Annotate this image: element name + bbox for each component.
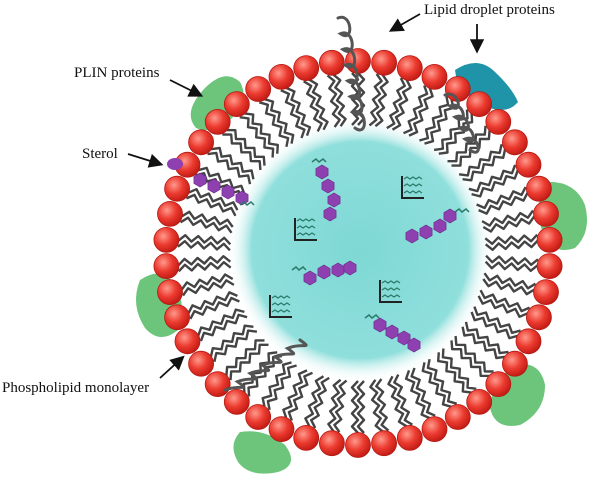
phospholipid-tail: [352, 381, 358, 433]
phospholipid-head: [467, 92, 492, 117]
phospholipid-head: [516, 152, 541, 177]
label-lipid-droplet-proteins: Lipid droplet proteins: [424, 2, 555, 18]
phospholipid-head: [534, 201, 559, 226]
phospholipid-head: [445, 77, 470, 102]
phospholipid-head: [486, 372, 511, 397]
phospholipid-head: [158, 280, 183, 305]
phospholipid-head: [269, 64, 294, 89]
arrow-plin-proteins: [170, 80, 200, 95]
phospholipid-head: [224, 389, 249, 414]
label-sterol: Sterol: [82, 146, 118, 162]
membrane-sterol: [167, 158, 183, 170]
phospholipid-head: [346, 433, 371, 458]
phospholipid-tail: [268, 366, 297, 410]
arrow-phospholipid-monolayer: [160, 358, 182, 378]
phospholipid-head: [422, 64, 447, 89]
phospholipid-head: [246, 405, 271, 430]
phospholipid-head: [154, 227, 179, 252]
phospholipid-head: [467, 389, 492, 414]
phospholipid-head: [502, 130, 527, 155]
phospholipid-head: [189, 130, 214, 155]
phospholipid-head: [537, 227, 562, 252]
phospholipid-head: [224, 92, 249, 117]
phospholipid-head: [246, 77, 271, 102]
phospholipid-head: [445, 405, 470, 430]
phospholipid-head: [534, 280, 559, 305]
phospholipid-head: [372, 50, 397, 75]
phospholipid-head: [502, 351, 527, 376]
arrow-sterol: [128, 154, 160, 164]
phospholipid-head: [165, 176, 190, 201]
phospholipid-tail: [419, 96, 448, 140]
phospholipid-head: [422, 417, 447, 442]
phospholipid-head: [294, 56, 319, 81]
phospholipid-head: [397, 56, 422, 81]
phospholipid-head: [537, 254, 562, 279]
sterol-head: [167, 158, 183, 170]
phospholipid-head: [319, 50, 344, 75]
label-plin-proteins: PLIN proteins: [74, 65, 160, 81]
phospholipid-tail: [198, 310, 244, 336]
phospholipid-tail: [286, 88, 310, 136]
phospholipid-tail: [406, 370, 430, 418]
phospholipid-head: [397, 425, 422, 450]
phospholipid-head: [158, 201, 183, 226]
phospholipid-head: [526, 176, 551, 201]
phospholipid-head: [175, 329, 200, 354]
phospholipid-head: [526, 305, 551, 330]
phospholipid-head: [205, 109, 230, 134]
phospholipid-head: [294, 425, 319, 450]
phospholipid-head: [165, 305, 190, 330]
phospholipid-head: [372, 431, 397, 456]
phospholipid-head: [205, 372, 230, 397]
phospholipid-head: [154, 254, 179, 279]
arrow-lipid-droplet-proteins: [392, 14, 420, 30]
label-phospholipid-monolayer: Phospholipid monolayer: [2, 380, 149, 396]
phospholipid-head: [189, 351, 214, 376]
phospholipid-head: [319, 431, 344, 456]
phospholipid-head: [516, 329, 541, 354]
phospholipid-head: [269, 417, 294, 442]
phospholipid-head: [486, 109, 511, 134]
